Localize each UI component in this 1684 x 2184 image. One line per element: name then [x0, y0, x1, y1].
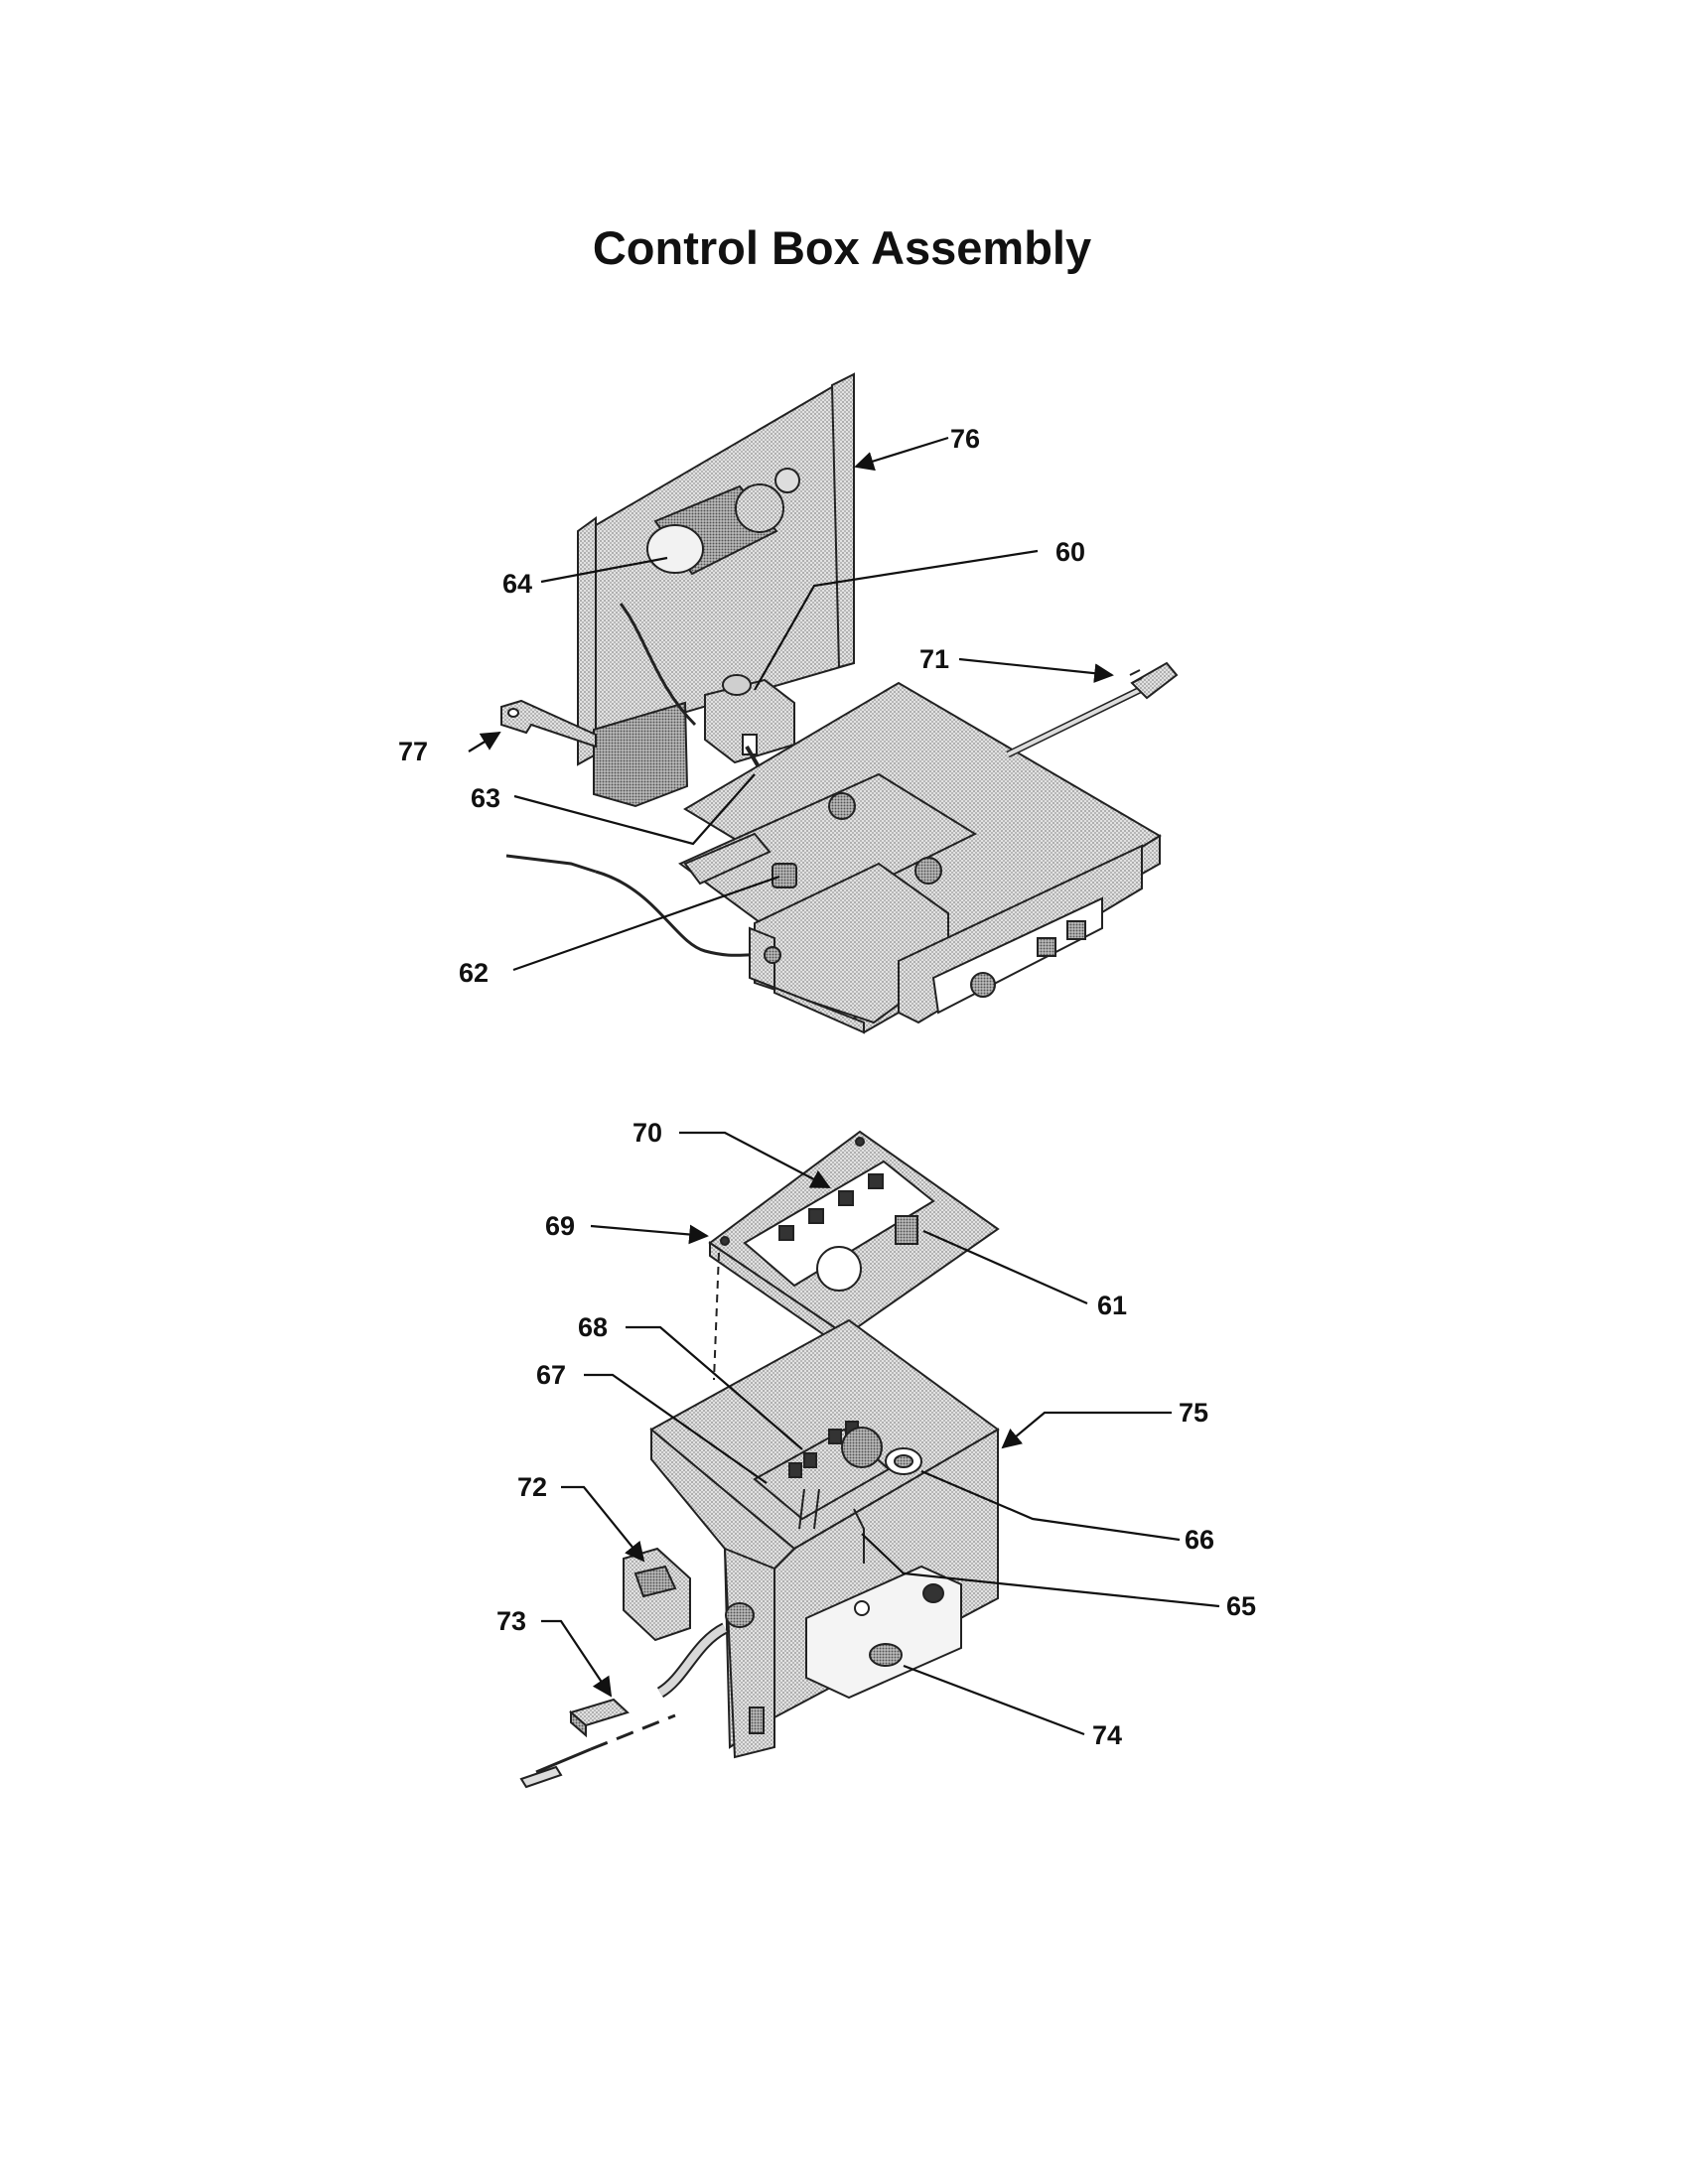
probe-wire — [595, 870, 771, 957]
callout-76: 76 — [950, 424, 980, 454]
grommet — [914, 857, 942, 885]
probe-sensor — [519, 1698, 676, 1789]
callout-74: 74 — [1092, 1720, 1122, 1750]
panel-wire — [619, 603, 697, 727]
callout-70: 70 — [632, 1118, 662, 1148]
heater-switch-bracket — [805, 1565, 962, 1700]
callout-73: 73 — [496, 1606, 526, 1636]
box-side-wall — [749, 926, 865, 1034]
callout-72: 72 — [517, 1472, 547, 1502]
callout-61: 61 — [1097, 1291, 1127, 1320]
cable-gland — [725, 1602, 755, 1628]
internal-wiring — [798, 1488, 865, 1564]
callout-77: 77 — [398, 737, 428, 766]
relay-component — [704, 674, 795, 796]
terminal-block — [683, 832, 797, 888]
callout-67: 67 — [536, 1360, 566, 1390]
callout-65: 65 — [1226, 1591, 1256, 1621]
bottom-control-box-assembly: 70 69 61 68 67 75 66 65 72 73 74 — [496, 1118, 1256, 1789]
control-panel-overlay — [708, 1130, 1000, 1352]
inner-block — [678, 772, 978, 935]
grommet — [828, 792, 856, 820]
callout-60: 60 — [1055, 537, 1085, 567]
callout-62: 62 — [459, 958, 489, 988]
callout-69: 69 — [545, 1211, 575, 1241]
callout-64: 64 — [502, 569, 532, 599]
mounting-bracket — [500, 699, 597, 749]
callout-63: 63 — [471, 783, 500, 813]
circuit-board — [753, 1421, 891, 1521]
fan-motor — [646, 468, 800, 576]
temperature-probe — [505, 854, 597, 874]
alignment-guide — [713, 1252, 720, 1381]
callout-71: 71 — [919, 644, 949, 674]
callout-66: 66 — [1185, 1525, 1214, 1555]
callout-75: 75 — [1179, 1398, 1208, 1428]
top-control-box-assembly: 76 64 60 71 77 63 62 — [398, 372, 1179, 1034]
power-cord — [1006, 661, 1179, 758]
transformer-block — [593, 701, 689, 808]
box-lower-flange — [723, 1547, 775, 1759]
front-control-panel — [898, 844, 1143, 1024]
callout-68: 68 — [578, 1312, 608, 1342]
relay-72 — [623, 1547, 691, 1642]
page-title: Control Box Assembly — [592, 221, 1092, 274]
rear-panel-flange — [830, 372, 855, 669]
